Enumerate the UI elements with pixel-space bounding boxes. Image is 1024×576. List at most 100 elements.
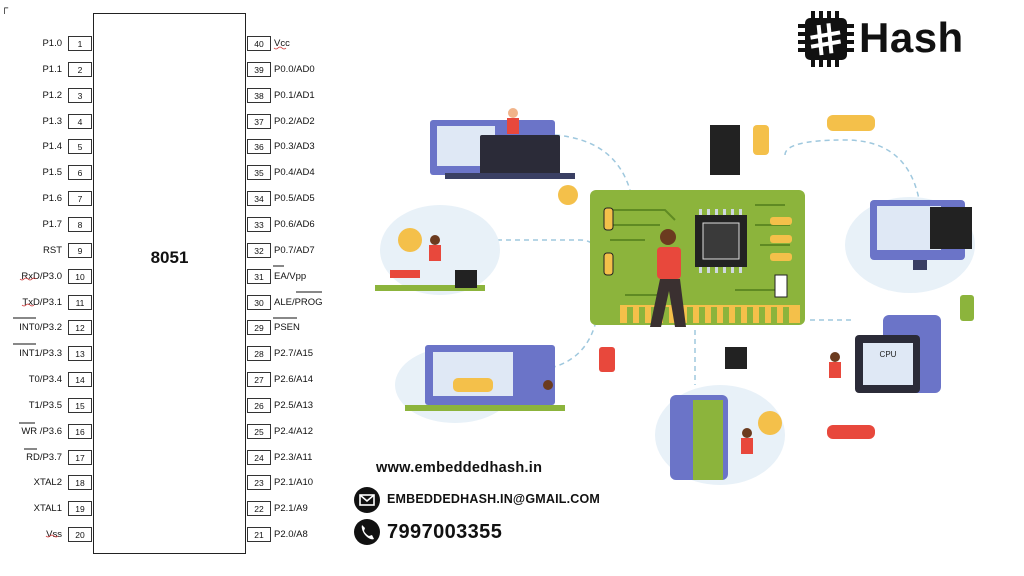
pin-label: P0.7/AD7 (274, 244, 315, 256)
pin-label: P2.1/A10 (274, 477, 314, 489)
pin-row-left: INT0/P3.2 12 (0, 320, 100, 336)
capacitor-top (753, 125, 769, 155)
pin-label: P0.4/AD4 (274, 167, 315, 179)
pin-label: P2.7/A15 (274, 348, 314, 360)
pin-label: ALE/PROG (274, 296, 323, 308)
pin-label: P0.1/AD1 (274, 89, 315, 101)
pin-label: XTAL2 (33, 477, 62, 489)
email-icon (354, 487, 380, 513)
pin-label: P2.6/A14 (274, 374, 314, 386)
pin-label: P1.7 (42, 218, 62, 230)
pin-label: P1.6 (42, 193, 62, 205)
pin-label: T0/P3.4 (28, 374, 62, 386)
pin-row-left: T0/P3.4 14 (0, 372, 100, 388)
pin-number: 36 (247, 139, 271, 155)
capacitor-yellow (558, 185, 578, 205)
pin-label: Vcc (274, 38, 290, 49)
pin-row-left: TxD/P3.1 11 (0, 294, 100, 311)
pin-label: INT0/P3.2 (19, 322, 62, 334)
pin-number: 27 (247, 372, 271, 388)
pin-number: 33 (247, 216, 271, 232)
rxd-squiggle (19, 277, 37, 281)
vcc-squiggle (273, 46, 287, 50)
pin-number: 23 (247, 475, 271, 491)
microchip-hash-icon (798, 11, 854, 67)
capacitor-red (599, 347, 615, 372)
pin-row-left: WR /P3.6 16 (0, 423, 100, 440)
pin-number: 30 (247, 294, 271, 310)
pin-number: 10 (68, 268, 92, 284)
ic-chip-top (710, 125, 740, 175)
connector-lines (470, 134, 921, 385)
pin-label: TxD/P3.1 (22, 296, 62, 308)
pin-number: 37 (247, 113, 271, 129)
laptop-scene-top-left (430, 108, 575, 179)
website-link[interactable]: www.embeddedhash.in (376, 460, 543, 476)
pin-label: P2.0/A8 (274, 529, 308, 541)
pin-number: 31 (247, 268, 271, 284)
brand-name: Hash (859, 14, 964, 61)
email-address[interactable]: EMBEDDEDHASH.IN@GMAIL.COM (387, 492, 601, 506)
corner-mark: ┌ (1, 3, 9, 14)
cpu-label: CPU (880, 350, 897, 359)
pin-label: Vss (46, 529, 62, 541)
pin-label: WR /P3.6 (21, 425, 62, 437)
brand-logo: Hash (797, 10, 997, 70)
laptop-scene-bottom-left (395, 345, 565, 423)
pin-number: 35 (247, 165, 271, 181)
pin-label: P2.3/A11 (274, 451, 313, 463)
pin-number: 13 (68, 346, 92, 362)
pin-label: P2.4/A12 (274, 425, 314, 437)
pin-number: 8 (68, 216, 92, 232)
pin-number: 4 (68, 113, 92, 129)
pin-number: 14 (68, 372, 92, 388)
pin-number: 29 (247, 320, 271, 336)
pin-label: T1/P3.5 (28, 399, 62, 411)
pin-label: P0.3/AD3 (274, 141, 315, 153)
pin-number: 12 (68, 320, 92, 336)
pin-row-left: RD/P3.7 17 (0, 449, 100, 466)
pin-label: P1.5 (42, 167, 62, 179)
pin-number: 26 (247, 397, 271, 413)
circuit-board (590, 190, 805, 327)
pin-number: 22 (247, 501, 271, 517)
pin-label: RST (43, 244, 62, 256)
pin-label: EA/Vpp (274, 270, 307, 282)
pin-number: 28 (247, 346, 271, 362)
pin-number: 11 (68, 294, 92, 310)
pin-label: RD/P3.7 (26, 451, 62, 463)
pin-label: P1.1 (42, 63, 62, 75)
pin-label: P0.5/AD5 (274, 193, 315, 205)
pin-number: 24 (247, 449, 271, 465)
pin-label: INT1/P3.3 (19, 348, 62, 360)
pin-label: P0.0/AD0 (274, 63, 315, 75)
phone-number[interactable]: 7997003355 (387, 521, 503, 543)
embedded-systems-illustration: CPU (375, 108, 975, 485)
pin-number: 17 (68, 449, 92, 465)
pin-number: 16 (68, 423, 92, 439)
